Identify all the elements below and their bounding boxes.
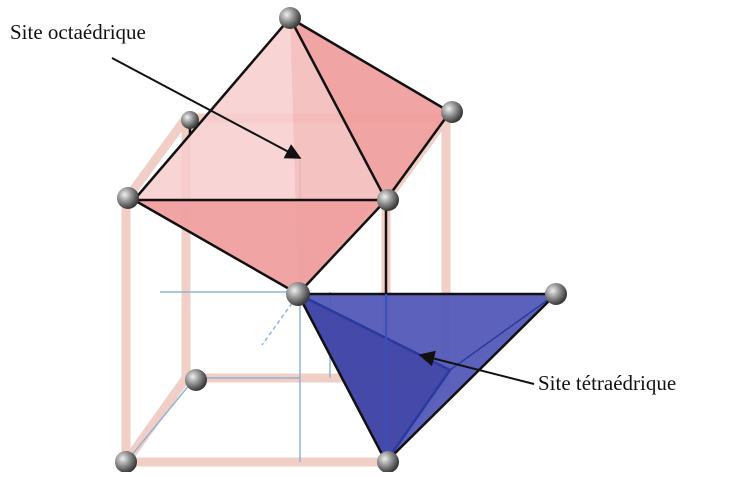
octahedral-site [133, 16, 452, 296]
atom [545, 283, 567, 305]
octahedron-edges [133, 16, 452, 296]
octahedron-face [134, 200, 386, 294]
atom [185, 369, 207, 391]
atom [279, 7, 301, 29]
atom [117, 187, 139, 209]
tetrahedron-face [298, 294, 450, 462]
octahedral-site-label: Site octaédrique [10, 20, 146, 44]
atom [286, 282, 310, 306]
cube-edge [121, 373, 191, 467]
atom [441, 101, 463, 123]
cube-edge [121, 113, 191, 205]
atom [377, 451, 399, 473]
inner-line [125, 377, 196, 463]
tetrahedral-site-label: Site tétraédrique [538, 371, 677, 395]
octahedron-face [298, 112, 450, 294]
tetrahedron-edges [296, 292, 557, 463]
octahedral-pointer-arrow [111, 57, 302, 159]
tetrahedral-site [296, 292, 557, 463]
tetrahedral-pointer-arrow [418, 350, 535, 385]
octahedron-face [290, 18, 450, 200]
atom [115, 451, 137, 473]
lattice-atoms [115, 7, 567, 473]
atom [377, 189, 399, 211]
atom [181, 111, 199, 129]
